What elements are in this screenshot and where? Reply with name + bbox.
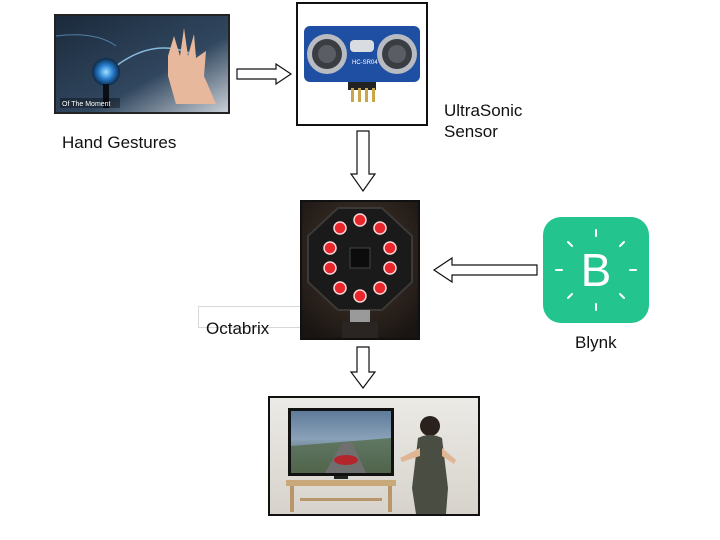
arrow-blynk-to-octabrix — [432, 256, 538, 284]
ultrasonic-sensor-label-line1: UltraSonic — [444, 101, 523, 120]
blynk-logo: B — [542, 216, 650, 324]
arrow-sensor-to-octabrix — [349, 130, 377, 193]
octabrix-label: Octabrix — [206, 319, 270, 338]
hand-gestures-label: Hand Gestures — [62, 133, 177, 152]
arrow-gestures-to-sensor — [236, 62, 293, 86]
display-image — [268, 396, 480, 516]
ultrasonic-sensor-label-line2: Sensor — [444, 122, 498, 141]
sensor-board-text: HC-SR04 — [352, 60, 378, 66]
octabrix-image — [300, 200, 420, 340]
hand-gestures-image: Of The Moment — [54, 14, 230, 114]
blynk-logo-letter: B — [581, 244, 612, 296]
hand-gestures-screen-caption: Of The Moment — [62, 101, 111, 108]
blynk-label: Blynk — [575, 333, 617, 352]
ultrasonic-sensor-image: HC-SR04 — [296, 2, 428, 126]
octabrix-label-box — [198, 306, 300, 328]
arrow-octabrix-to-display — [349, 346, 377, 389]
ultrasonic-sensor-label: UltraSonic Sensor — [444, 100, 522, 142]
